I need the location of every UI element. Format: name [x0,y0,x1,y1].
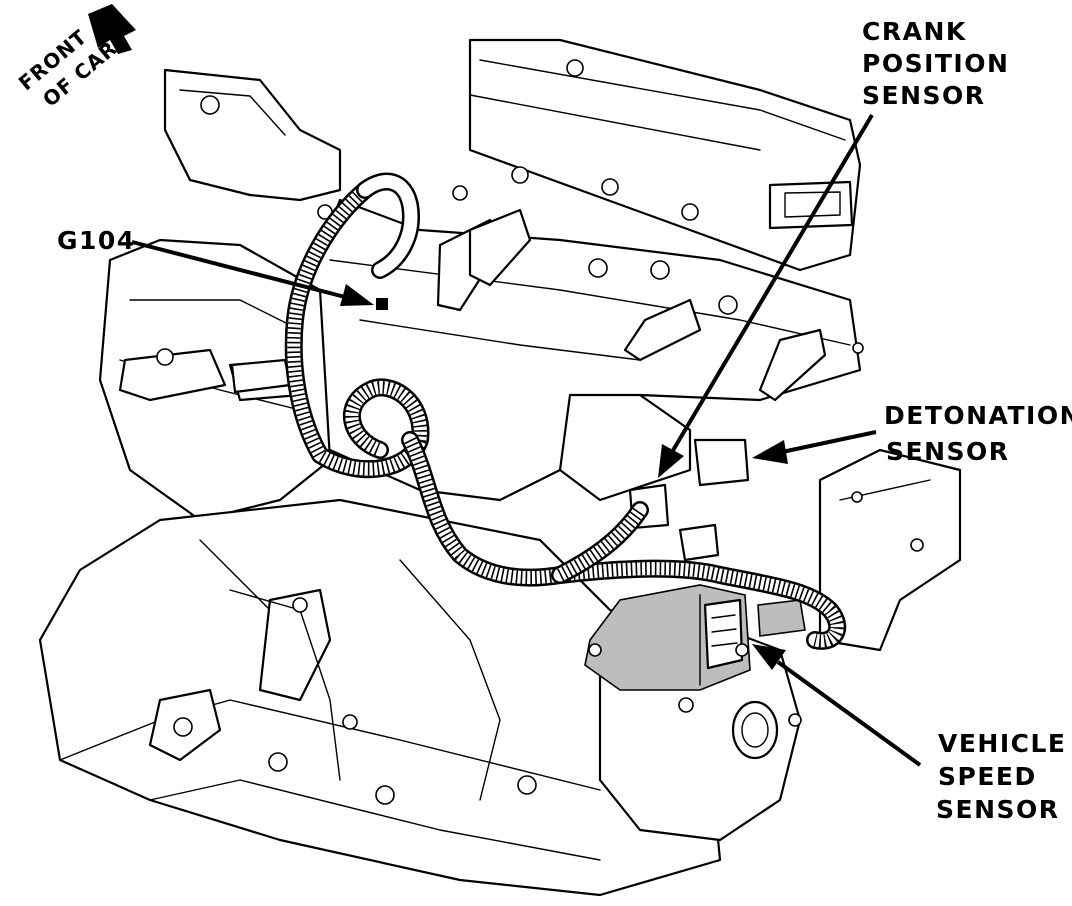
wiring-harness [284,172,847,650]
vss-label-line3: SENSOR [936,795,1060,824]
crank-leader-line [670,113,874,454]
vss-label-line1: VEHICLE [938,729,1067,758]
detonation-label-line2: SENSOR [886,437,1010,466]
front-arrow-icon [88,4,136,54]
crank-arrowhead [658,444,684,478]
detonation-leader-line [781,430,877,454]
crank-label-line2: POSITION [862,49,1009,78]
spark-plug-boots [436,185,864,402]
vss-label-line2: SPEED [938,762,1037,791]
front-of-car-indicator: FRONT OF CAR [14,4,136,112]
intake-manifold [468,38,862,272]
vss-leader-line [776,660,922,767]
g104-label: G104 [57,226,136,255]
g104-leader-line [131,240,346,299]
engine-drawing [38,38,962,897]
mounting-bracket [163,68,342,220]
crank-label-line1: CRANK [862,17,967,46]
vss-body [584,584,751,691]
g104-arrowhead [340,284,374,306]
ground-g104 [376,298,388,310]
callout-g104: G104 [57,226,374,306]
detonation-label-line1: DETONATION [884,401,1072,430]
crank-label-line3: SENSOR [862,81,986,110]
vss-arrowhead [752,644,786,670]
detonation-arrowhead [752,440,788,464]
transmission [38,498,722,897]
callout-vehicle-speed-sensor: VEHICLE SPEED SENSOR [752,644,1067,824]
callout-crank-position-sensor: CRANK POSITION SENSOR [658,17,1009,478]
callout-detonation-sensor: DETONATION SENSOR [752,401,1072,466]
connectors [230,358,806,637]
